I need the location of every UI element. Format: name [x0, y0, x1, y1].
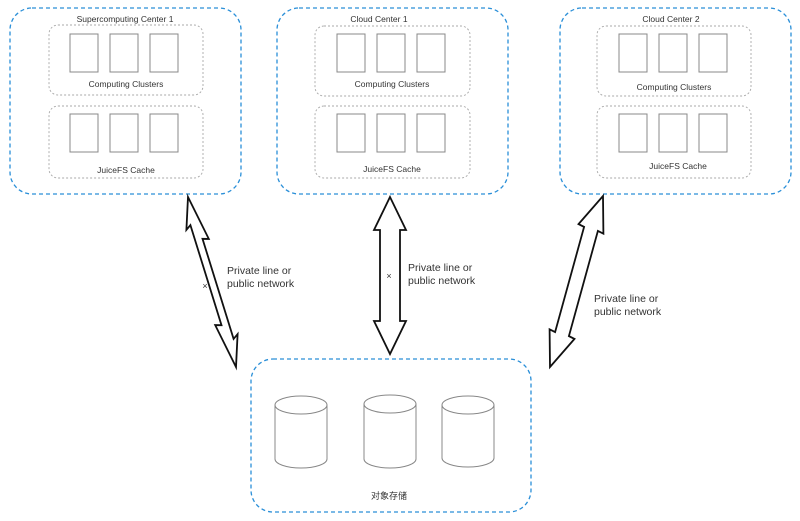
storage-frame — [250, 358, 532, 513]
group-label: JuiceFS Cache — [649, 161, 707, 171]
link-mark-icon: × — [386, 271, 391, 281]
compute-node — [698, 33, 728, 73]
compute-node — [658, 33, 688, 73]
compute-node — [376, 33, 406, 73]
cache-node — [109, 113, 139, 153]
cache-node — [618, 113, 648, 153]
compute-node — [416, 33, 446, 73]
link-label-line: Private line or — [594, 293, 659, 305]
cache-node — [149, 113, 179, 153]
juicefs-cache-group: JuiceFS Cache — [596, 105, 752, 179]
cache-node — [698, 113, 728, 153]
center-supercomputing-1: Supercomputing Center 1 Computing Cluste… — [9, 7, 242, 195]
group-frame — [48, 105, 204, 179]
link-label-3: Private line or public network — [594, 293, 662, 318]
cache-node — [336, 113, 366, 153]
cache-node — [376, 113, 406, 153]
group-label: JuiceFS Cache — [363, 164, 421, 174]
center-cloud-2: Cloud Center 2 Computing Clusters JuiceF… — [559, 7, 792, 195]
cache-node — [69, 113, 99, 153]
link-mark-icon: × — [202, 281, 207, 291]
double-arrow-icon — [548, 193, 605, 370]
group-label: Computing Clusters — [637, 82, 712, 92]
link-label-line: public network — [594, 306, 662, 318]
center-frame — [9, 7, 242, 195]
link-label-1: Private line or public network — [227, 265, 295, 290]
group-frame — [596, 105, 752, 179]
link-label-line: public network — [227, 278, 295, 290]
group-label: Computing Clusters — [89, 79, 164, 89]
storage-cylinder-icon — [363, 394, 417, 469]
link-label-2: Private line or public network — [408, 262, 476, 287]
link-label-line: Private line or — [227, 265, 292, 277]
compute-node — [69, 33, 99, 73]
link-label-line: Private line or — [408, 262, 473, 274]
compute-node — [618, 33, 648, 73]
group-frame — [314, 105, 471, 179]
center-cloud-1: Cloud Center 1 Computing Clusters JuiceF… — [276, 7, 509, 195]
computing-clusters-group: Computing Clusters — [314, 25, 471, 97]
object-storage: 对象存储 — [250, 358, 532, 513]
center-frame — [276, 7, 509, 195]
computing-clusters-group: Computing Clusters — [596, 25, 752, 97]
group-frame — [48, 24, 204, 96]
center-title: Supercomputing Center 1 — [77, 14, 174, 24]
juicefs-cache-group: JuiceFS Cache — [314, 105, 471, 179]
juicefs-cache-group: JuiceFS Cache — [48, 105, 204, 179]
center-frame — [559, 7, 792, 195]
compute-node — [149, 33, 179, 73]
compute-node — [109, 33, 139, 73]
group-frame — [314, 25, 471, 97]
group-label: Computing Clusters — [355, 79, 430, 89]
compute-node — [336, 33, 366, 73]
cache-node — [416, 113, 446, 153]
cache-node — [658, 113, 688, 153]
center-title: Cloud Center 1 — [350, 14, 407, 24]
storage-cylinder-icon — [441, 395, 495, 468]
group-label: JuiceFS Cache — [97, 165, 155, 175]
computing-clusters-group: Computing Clusters — [48, 24, 204, 96]
center-title: Cloud Center 2 — [642, 14, 699, 24]
storage-label: 对象存储 — [371, 490, 407, 501]
link-label-line: public network — [408, 275, 476, 287]
storage-cylinder-icon — [274, 395, 328, 469]
double-arrow-icon — [372, 194, 408, 357]
group-frame — [596, 25, 752, 97]
double-arrow-icon — [185, 193, 239, 371]
